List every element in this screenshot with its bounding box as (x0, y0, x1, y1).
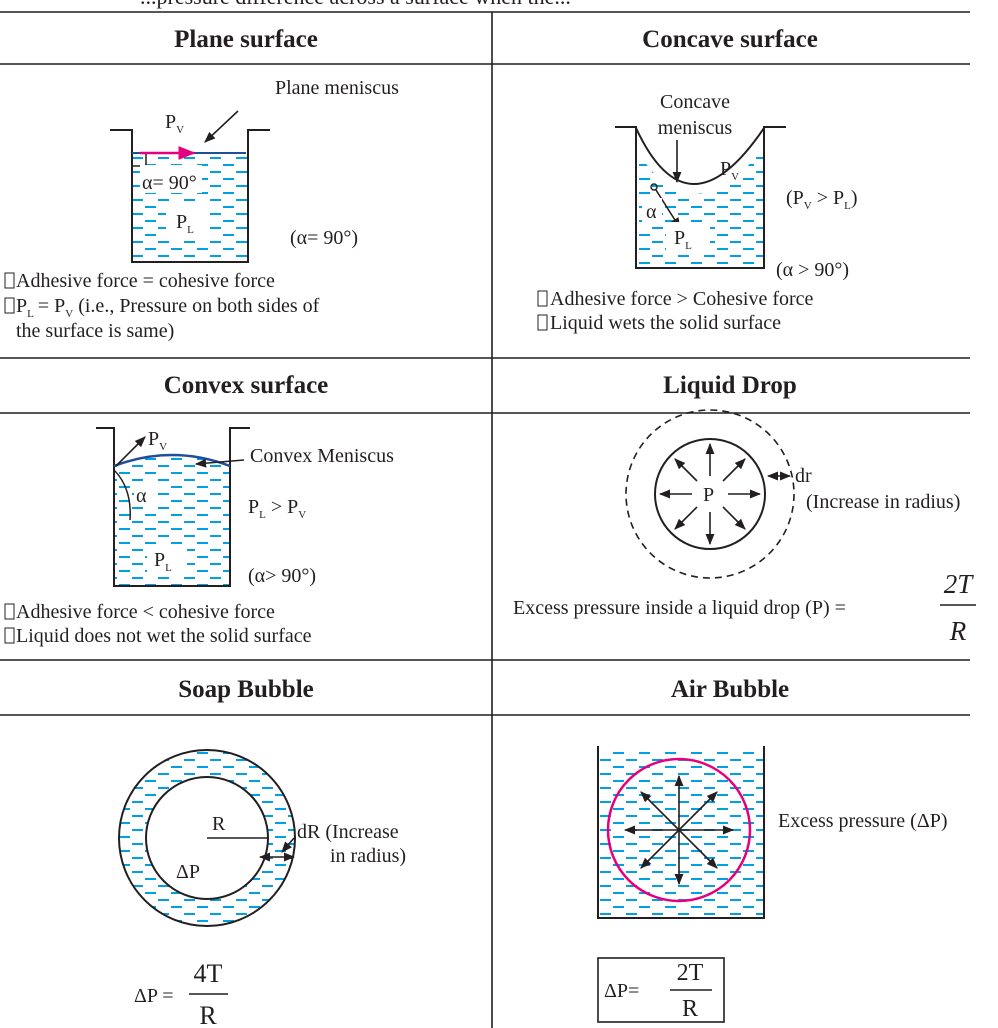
convex-pv-label: PV (148, 428, 167, 453)
concave-note-2: Liquid wets the solid surface (550, 312, 781, 334)
convex-surface-figure (96, 428, 250, 586)
plane-angle-label: α= 90° (142, 172, 197, 194)
convex-alpha: α (136, 485, 147, 507)
air-formula-lhs: ΔP= (604, 980, 639, 1002)
concave-pressure-relation: (PV > PL) (786, 187, 858, 212)
convex-notes: Adhesive force < cohesive force Liquid d… (5, 601, 312, 647)
header-concave-surface: Concave surface (642, 26, 818, 53)
concave-condition: (α > 90°) (776, 259, 849, 281)
convex-meniscus-label: Convex Meniscus (250, 445, 394, 467)
convex-note-1: Adhesive force < cohesive force (16, 601, 275, 623)
concave-alpha: α (646, 201, 657, 223)
air-formula-num: 2T (677, 960, 704, 986)
air-excess-label: Excess pressure (ΔP) (778, 810, 947, 832)
drop-dr-note: (Increase in radius) (806, 491, 960, 513)
intro-text: ...pressure difference across a surface … (140, 0, 571, 9)
soap-bubble-figure (110, 740, 310, 940)
header-soap-bubble: Soap Bubble (178, 676, 314, 703)
plane-meniscus-label: Plane meniscus (275, 77, 399, 99)
drop-formula-den: R (949, 616, 967, 646)
concave-label-1: Concave (660, 91, 730, 113)
convex-condition: (α> 90°) (248, 565, 316, 587)
plane-note-2: PL= PV (i.e., Pressure on both sides of (16, 295, 320, 320)
plane-condition: (α= 90°) (290, 227, 358, 249)
plane-notes: Adhesive force = cohesive force PL= PV (… (5, 270, 320, 342)
plane-note-1: Adhesive force = cohesive force (16, 270, 275, 292)
drop-center-label: P (703, 484, 714, 506)
convex-pressure-relation: PL > PV (248, 496, 306, 521)
header-air-bubble: Air Bubble (671, 676, 789, 703)
air-formula-den: R (682, 996, 698, 1022)
soap-formula-den: R (199, 1001, 217, 1028)
soap-dR-label-1: dR (Increase (297, 821, 399, 843)
soap-radius-label: R (212, 813, 226, 835)
soap-formula-num: 4T (194, 959, 223, 988)
concave-note-1: Adhesive force > Cohesive force (550, 288, 814, 310)
plane-pv-label: PV (165, 111, 184, 136)
soap-delta-p: ΔP (176, 861, 200, 883)
soap-formula-lhs: ΔP = (134, 985, 174, 1007)
concave-notes: Adhesive force > Cohesive force Liquid w… (538, 288, 814, 334)
header-plane-surface: Plane surface (174, 26, 318, 53)
header-convex-surface: Convex surface (164, 372, 329, 399)
convex-note-2: Liquid does not wet the solid surface (16, 625, 312, 647)
header-liquid-drop: Liquid Drop (663, 372, 797, 399)
drop-formula-text: Excess pressure inside a liquid drop (P)… (513, 597, 846, 619)
drop-dr-label: dr (795, 465, 812, 487)
concave-label-2: meniscus (658, 117, 733, 139)
concave-surface-figure (615, 127, 786, 268)
plane-note-3: the surface is same) (16, 320, 174, 342)
soap-dR-label-2: in radius) (330, 845, 406, 867)
drop-formula-num: 2T (944, 569, 975, 599)
